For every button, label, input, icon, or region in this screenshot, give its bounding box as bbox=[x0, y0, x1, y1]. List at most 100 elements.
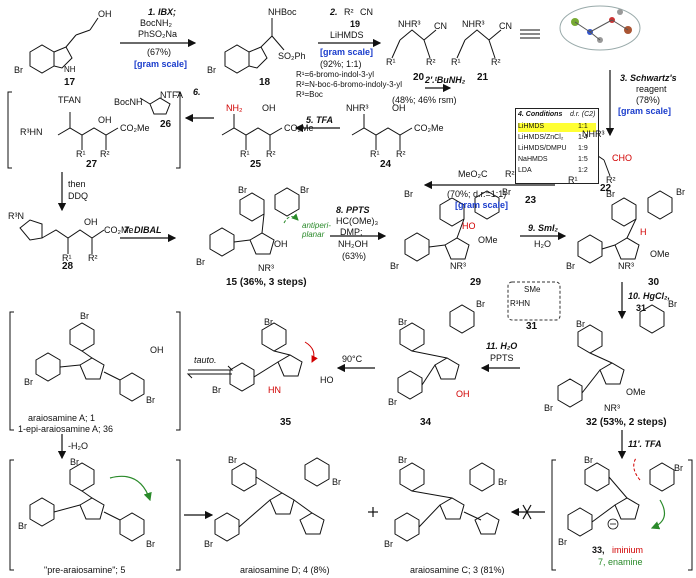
blocked-arrow bbox=[510, 504, 545, 520]
table-cell-cond: LiHMDS/ZnCl₂ bbox=[518, 134, 564, 141]
table-row: LiHMDS/DMPU 1:9 bbox=[518, 145, 596, 154]
atom-br: Br bbox=[404, 189, 413, 199]
label-31: 31 bbox=[526, 321, 538, 332]
atom-br: Br bbox=[544, 403, 553, 413]
step-1-label: 1. IBX; bbox=[148, 7, 177, 17]
atom-br: Br bbox=[566, 261, 575, 271]
atom-br: Br bbox=[238, 185, 247, 195]
atom-br: Br bbox=[24, 377, 33, 387]
structure-28 bbox=[19, 219, 105, 254]
step-2-r2: R² bbox=[344, 7, 354, 17]
table-row: LiHMDS/ZnCl₂ 1:4 bbox=[518, 134, 596, 143]
atom-br: Br bbox=[70, 457, 79, 467]
step-2-base: LiHMDS bbox=[330, 30, 364, 40]
atom-br: Br bbox=[388, 397, 397, 407]
atom-nr3: NR³ bbox=[618, 261, 634, 271]
atom-co2me: CO₂Me bbox=[414, 123, 444, 133]
structure-29 bbox=[404, 190, 500, 262]
label-25: 25 bbox=[250, 159, 262, 170]
atom-br: Br bbox=[676, 187, 685, 197]
atom-nr3: NR³ bbox=[450, 261, 466, 271]
atom-r1: R¹ bbox=[386, 57, 396, 67]
step-3-label: 3. Schwartz's bbox=[620, 73, 677, 83]
tauto-label: tauto. bbox=[194, 355, 217, 365]
reagent-26-bocnh: BocNH bbox=[114, 97, 143, 107]
atom-cho: CHO bbox=[612, 153, 632, 163]
atom-hn: HN bbox=[268, 385, 281, 395]
atom-r2: R² bbox=[426, 57, 436, 67]
label-20: 20 bbox=[413, 72, 425, 83]
step-8-yield: (63%) bbox=[342, 251, 367, 261]
step-6-label: 6. bbox=[193, 87, 201, 97]
table-cell-dr: 1:2 bbox=[578, 167, 588, 174]
label-24: 24 bbox=[380, 159, 392, 170]
step-7-label: 7. DIBAL bbox=[124, 225, 162, 235]
table-cell-cond: LDA bbox=[518, 167, 532, 174]
atom-br: Br bbox=[80, 311, 89, 321]
atom-br: Br bbox=[146, 539, 155, 549]
label-4: araiosamine D; 4 (8%) bbox=[240, 565, 330, 575]
step-4-yield: (70%; d.r.=1:1) bbox=[447, 189, 507, 199]
structure-4 bbox=[214, 457, 330, 542]
label-22: 22 bbox=[600, 183, 612, 194]
label-iminium: iminium bbox=[612, 545, 644, 555]
structure-35 bbox=[229, 322, 303, 392]
atom-br: Br bbox=[196, 257, 205, 267]
atom-br: Br bbox=[668, 299, 677, 309]
label-3: araiosamine C; 3 (81%) bbox=[410, 565, 505, 575]
structure-18 bbox=[224, 18, 285, 74]
structure-5-bracket bbox=[9, 459, 181, 571]
step-11-label: 11. H₂O bbox=[486, 341, 518, 351]
atom-r3n: R³N bbox=[8, 211, 24, 221]
atom-nhr3: NHR³ bbox=[346, 103, 369, 113]
atom-r2: R² bbox=[606, 175, 616, 185]
atom-br: Br bbox=[228, 455, 237, 465]
label-enamine: 7, enamine bbox=[598, 557, 643, 567]
atom-oh: OH bbox=[98, 115, 112, 125]
crystal-structure-image bbox=[559, 5, 641, 51]
label-27: 27 bbox=[86, 159, 98, 170]
atom-r1: R¹ bbox=[451, 57, 461, 67]
atom-co2me: CO₂Me bbox=[284, 123, 314, 133]
label-26: 26 bbox=[160, 119, 172, 130]
atom-br: Br bbox=[18, 521, 27, 531]
atom-br: Br bbox=[384, 539, 393, 549]
step-2-yield: (92%; 1:1) bbox=[320, 59, 362, 69]
atom-ome: OMe bbox=[478, 235, 498, 245]
atom-oh: OH bbox=[262, 103, 276, 113]
table-cell-dr: 1:1 bbox=[578, 123, 588, 130]
reagent-23-r2: R² bbox=[505, 169, 515, 179]
tauto-equilibrium-arrow bbox=[186, 365, 234, 379]
atom-nhr3: NHR³ bbox=[398, 19, 421, 29]
atom-nhr3: NHR³ bbox=[462, 19, 485, 29]
atom-nr3: NR³ bbox=[604, 403, 620, 413]
structure-15 bbox=[209, 187, 300, 257]
atom-ho: HO bbox=[462, 221, 476, 231]
atom-br: Br bbox=[476, 299, 485, 309]
antiperiplanar-arrow bbox=[283, 213, 299, 224]
heat-label: 90°C bbox=[342, 354, 363, 364]
atom-r1: R¹ bbox=[62, 253, 72, 263]
reagent-26-ntfa: NTFA bbox=[160, 90, 184, 100]
ddq-label: DDQ bbox=[68, 191, 88, 201]
label-34: 34 bbox=[420, 417, 432, 428]
table-cell-cond: LiHMDS bbox=[518, 123, 545, 130]
step-2-label: 2. bbox=[330, 7, 338, 17]
label-18: 18 bbox=[259, 77, 271, 88]
atom-br: Br bbox=[207, 65, 216, 75]
atom-oh: OH bbox=[392, 103, 406, 113]
atom-br: Br bbox=[390, 261, 399, 271]
atom-br: Br bbox=[264, 317, 273, 327]
step-8-reagent-3: DMP; bbox=[340, 227, 363, 237]
step-4-scale: [gram scale] bbox=[455, 200, 509, 210]
label-araiosamine-A: araiosamine A; 1 bbox=[28, 413, 96, 423]
step-1-scale: [gram scale] bbox=[134, 59, 188, 69]
structure-araiosamine-A-bracket bbox=[9, 311, 181, 431]
label-15: 15 (36%, 3 steps) bbox=[226, 277, 307, 288]
water-loss-label: -H₂O bbox=[68, 441, 88, 451]
r2-definition: R²=N-boc-6-bromo-indoly-3-yl bbox=[296, 80, 403, 89]
label-28: 28 bbox=[62, 261, 74, 272]
step-9-reagent: H₂O bbox=[534, 239, 551, 249]
reagent-23-ester: MeO₂C bbox=[458, 169, 488, 179]
atom-br: Br bbox=[398, 317, 407, 327]
